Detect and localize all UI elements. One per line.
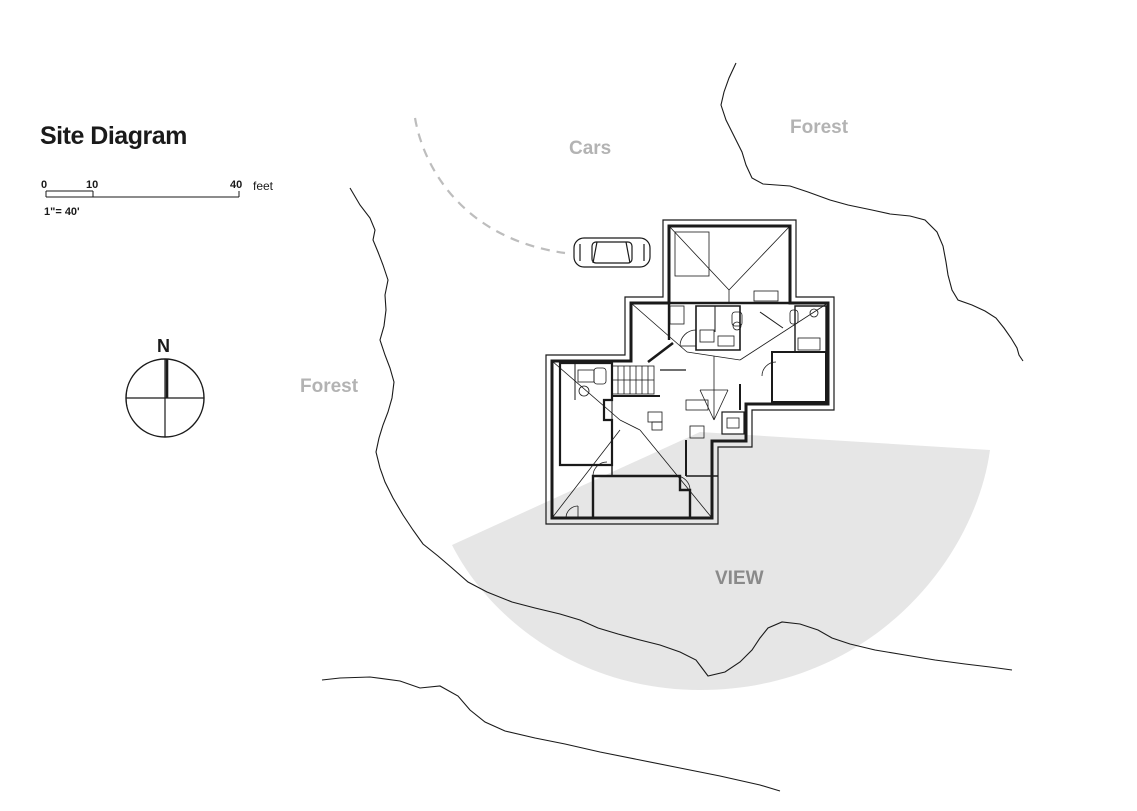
stairs — [611, 365, 655, 395]
label-forest-northeast: Forest — [790, 117, 849, 138]
car-icon — [573, 237, 651, 268]
roof-outline — [545, 219, 835, 525]
room-west-bedroom — [558, 361, 614, 467]
forest-edge-west — [349, 187, 1013, 677]
scale-tick-10: 10 — [86, 179, 99, 191]
scale-tick-0: 0 — [41, 179, 48, 191]
scale-tick-40: 40 — [230, 179, 243, 191]
lower-contour — [321, 676, 781, 792]
label-view: VIEW — [715, 568, 764, 589]
room-east-bedroom — [771, 351, 827, 403]
view-cone — [452, 432, 990, 690]
label-forest-west: Forest — [300, 376, 359, 397]
driveway-path — [413, 117, 566, 255]
house-floor-plan — [545, 219, 835, 525]
north-arrow — [125, 358, 205, 438]
scale-bar — [45, 190, 240, 198]
label-cars: Cars — [569, 138, 612, 159]
scale-ratio: 1"= 40' — [44, 206, 80, 218]
north-label: N — [157, 336, 170, 356]
diagram-title: Site Diagram — [40, 122, 187, 150]
forest-edge-northeast — [720, 62, 1024, 362]
scale-unit: feet — [253, 179, 274, 193]
